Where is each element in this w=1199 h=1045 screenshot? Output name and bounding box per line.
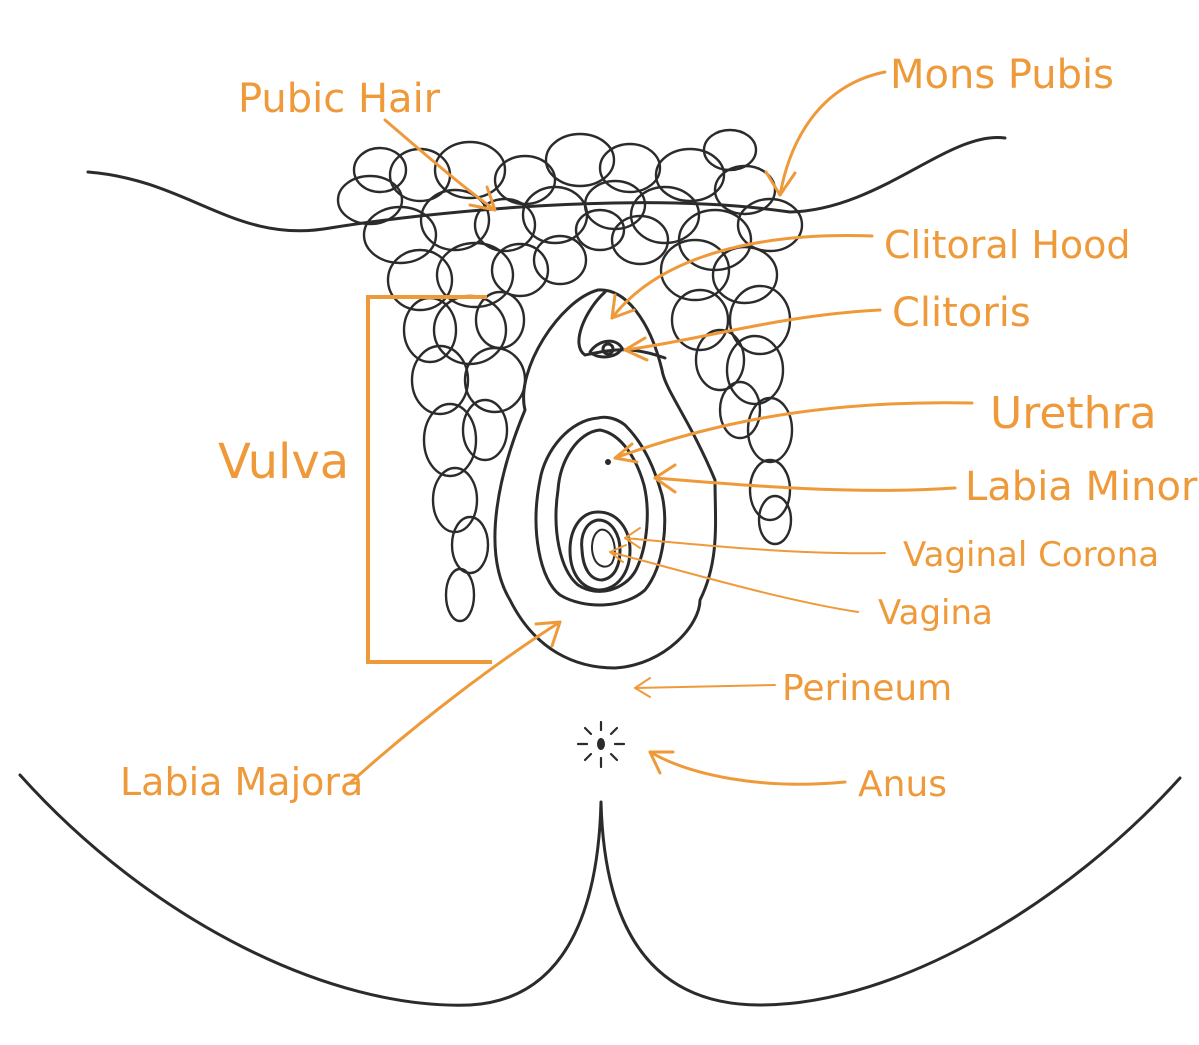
label-mons-pubis: Mons Pubis [890,52,1114,98]
vagina-opening-outline [580,518,622,582]
clitoris-arrow [623,308,882,352]
hair-curl [435,241,515,309]
hair-curl [532,234,588,286]
buttocks-outline [18,773,1182,1007]
hair-curl [598,142,662,194]
hair-curl [419,188,491,252]
hair-curl [725,334,785,406]
label-perineum: Perineum [782,668,952,709]
vestibule-outline [554,428,649,593]
annotation-arrows [348,70,974,786]
hair-curl [336,174,404,226]
label-pubic-hair: Pubic Hair [238,76,441,122]
hair-curl [748,458,792,522]
pubic-hair-curls [336,128,804,623]
hair-curl [490,242,550,298]
hair-curl [473,197,537,253]
hair-curl [718,380,762,440]
labia-majora-outline [493,288,718,670]
pubic-hair-arrow [383,118,497,212]
hair-curl [431,466,479,534]
label-vulva: Vulva [218,434,349,490]
clitoral-hood-arrow [610,234,874,320]
hair-curl [659,238,731,302]
label-labia-minora: Labia Minora [965,464,1199,510]
labia-minora-arrow [653,476,957,492]
label-vagina: Vagina [878,593,993,633]
label-anus: Anus [858,764,947,805]
hair-curl [422,402,478,478]
vaginal-corona-arrow [624,537,886,555]
clitoris-shape [588,339,624,359]
hair-curl [702,128,758,172]
urethra-arrow [613,401,974,460]
labia-minora-outline [534,415,667,607]
mons-pubis-arrow [778,70,887,197]
label-labia-majora: Labia Majora [120,760,363,804]
perineum-arrow [634,684,776,689]
hair-curl [444,567,476,623]
hair-curl [544,132,616,188]
hair-curl [677,208,753,272]
label-clitoris: Clitoris [892,290,1031,336]
hair-curl [574,208,626,252]
vaginal-corona-outline [568,510,632,592]
label-clitoral-hood: Clitoral Hood [884,223,1131,267]
hair-curl [746,396,794,464]
vagina-arrow [609,551,859,613]
hair-curl [736,197,804,253]
hair-curl [386,248,454,312]
labia-majora-arrow [348,620,562,785]
vulva-bracket [366,295,492,664]
hair-curl [433,140,507,200]
anus-arrow [648,750,847,786]
hair-curl [629,185,701,245]
hair-curl [757,494,793,546]
hair-curl [610,214,670,266]
hair-curl [711,245,779,305]
anus-mark [576,720,626,769]
clitoral-hood-outline [577,290,667,360]
hair-curl [670,288,730,352]
clitoris-glans [601,342,615,356]
vagina-inner-outline [591,528,616,568]
hair-curl [694,328,746,392]
hair-curl [654,147,726,203]
hair-curl [461,398,509,462]
label-vaginal-corona: Vaginal Corona [903,535,1159,575]
urethra-opening [605,459,611,465]
label-urethra: Urethra [990,388,1157,439]
hair-curl [450,515,490,575]
hip-outline [86,135,1007,233]
hair-curl [352,146,408,194]
hair-curl [410,344,470,416]
hair-curl [362,205,438,265]
